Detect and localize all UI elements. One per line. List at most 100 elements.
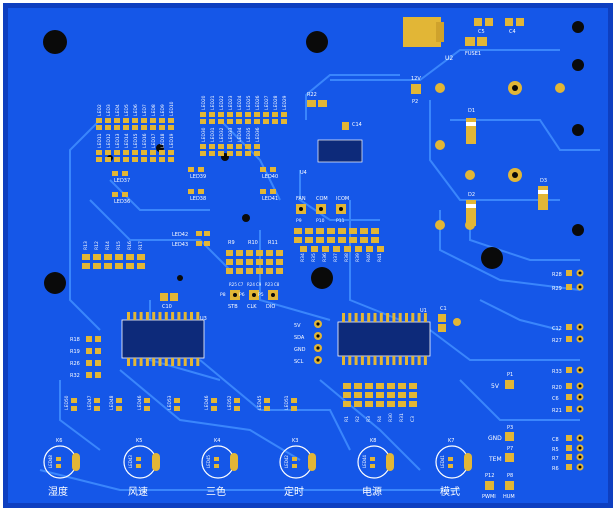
- led-pad: [168, 125, 174, 130]
- led-pad: [272, 119, 278, 124]
- fuse-label: FUSE1: [465, 51, 481, 57]
- led-pad: [200, 151, 206, 156]
- port-hole: [252, 293, 256, 297]
- small-led-pad: [264, 398, 270, 403]
- button-led-pad: [136, 457, 141, 461]
- r-top-pad: [246, 259, 253, 265]
- u3-pin: [127, 312, 130, 320]
- p7-name: TEM: [488, 456, 502, 463]
- led-pad: [227, 151, 233, 156]
- p7-label: P7: [507, 446, 513, 452]
- p8b-label: P8: [507, 473, 513, 479]
- u1-pin: [392, 356, 396, 365]
- bottom-r-label: C3: [410, 416, 416, 422]
- led-side-label: LED42: [172, 232, 188, 238]
- u1-pin: [405, 356, 408, 365]
- left-bank-pad: [115, 254, 123, 260]
- r-top-pad: [236, 250, 243, 256]
- right-pad: [566, 464, 572, 470]
- led-pad: [209, 151, 215, 156]
- led-label: LED17: [151, 133, 157, 148]
- u3-pin: [133, 358, 137, 366]
- right-pad: [566, 435, 572, 441]
- bottom-r-pad: [365, 401, 373, 407]
- small-led-label: LED50: [64, 395, 70, 410]
- button-k-label: K4: [214, 438, 220, 444]
- led-label: LED9: [160, 104, 166, 116]
- u3-pin: [152, 358, 156, 366]
- fan-grid-pad: [360, 228, 368, 234]
- fan-grid-pad: [294, 237, 302, 243]
- mid-r-label: R38: [344, 253, 350, 262]
- led-label: LED15: [133, 133, 139, 148]
- left-bank-pad: [82, 254, 90, 260]
- c5-pad-2: [485, 18, 493, 26]
- led-pad: [209, 144, 215, 149]
- led-pad: [209, 119, 215, 124]
- u1-pin: [348, 313, 352, 322]
- led-side-pad: [198, 189, 204, 194]
- small-led-pad: [234, 406, 240, 411]
- u1-chip: [337, 321, 431, 357]
- large-pad-4: [435, 83, 445, 93]
- r-top-label: R11: [268, 240, 278, 246]
- led-pad: [254, 119, 260, 124]
- port-hole: [271, 293, 275, 297]
- u1-pin: [379, 313, 383, 322]
- mid-r-label: R41: [377, 253, 383, 262]
- p3-name: GND: [488, 435, 502, 442]
- led-side-label: LED36: [114, 199, 130, 205]
- led-side-pad: [260, 167, 266, 172]
- p3-pad: [505, 432, 514, 441]
- u1-section: U1 C1: [337, 306, 461, 365]
- c10-label: C10: [162, 304, 172, 310]
- r-top-pad: [226, 259, 233, 265]
- d1-body: [466, 118, 476, 144]
- right-label: R33: [552, 369, 562, 375]
- small-led-label: LED47: [87, 395, 93, 410]
- led-label: LED29: [282, 95, 288, 110]
- d1-band: [466, 122, 476, 126]
- small-led-pad: [211, 406, 217, 411]
- right-hole: [578, 325, 582, 329]
- bottom-r-pad: [387, 383, 395, 389]
- d3-band: [538, 190, 548, 194]
- fan-port-name: FAN: [296, 196, 306, 202]
- led-side-pad: [122, 192, 128, 197]
- led-pad: [105, 125, 111, 130]
- button-cn-label: 电源: [362, 485, 382, 498]
- led-pad: [150, 125, 156, 130]
- led-pad: [218, 144, 224, 149]
- button-cn-label: 风速: [128, 486, 148, 498]
- power-hole-3: [572, 124, 584, 136]
- bottom-r-pad: [398, 401, 406, 407]
- power-hole-2: [572, 59, 584, 71]
- c5-pad: [474, 18, 482, 26]
- p12-name: PWMI: [482, 494, 496, 500]
- mid-r-label: R40: [366, 253, 372, 262]
- left-r-pad: [95, 336, 101, 342]
- small-led-pad: [116, 398, 122, 403]
- r-top-pad: [236, 268, 243, 274]
- led-pad: [236, 112, 242, 117]
- small-led-pad: [291, 398, 297, 403]
- left-r-label: R32: [70, 373, 80, 379]
- mid-small-label: R25: [229, 282, 237, 287]
- r-top-pad: [266, 268, 273, 274]
- c1-pad2: [438, 324, 446, 332]
- r-top-pad: [256, 268, 263, 274]
- button-cn-label: 三色: [206, 485, 226, 498]
- led-pad: [168, 118, 174, 123]
- small-led-pad: [174, 398, 180, 403]
- u3-pin: [177, 358, 181, 366]
- mounting-hole-mid: [311, 267, 333, 289]
- fan-port-hole: [339, 207, 343, 211]
- p1-name: 5V: [491, 383, 500, 390]
- led-pad: [236, 119, 242, 124]
- button-cn-label: 定时: [284, 485, 304, 498]
- u3-pin: [158, 358, 162, 366]
- mid-r-pad: [322, 246, 329, 252]
- u1-pin: [386, 356, 390, 365]
- p8b-pad: [505, 481, 514, 490]
